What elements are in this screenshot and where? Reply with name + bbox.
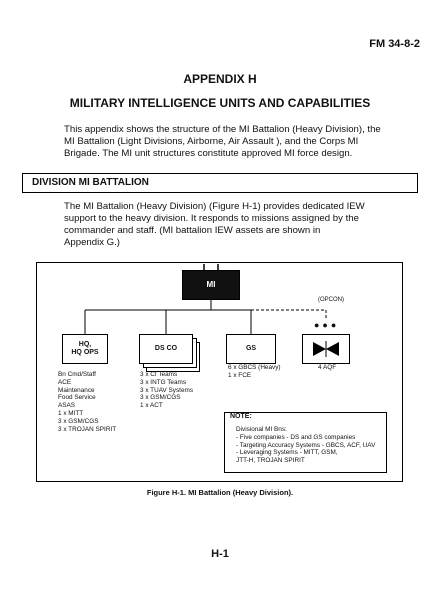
figure-caption: Figure H-1. MI Battalion (Heavy Division… xyxy=(146,488,294,497)
figure-frame xyxy=(36,262,403,482)
section-line: Appendix G.) xyxy=(64,237,120,248)
asset-item: 4 AQF xyxy=(318,364,337,371)
section-line: The MI Battalion (Heavy Division) (Figur… xyxy=(64,201,365,212)
document-id: FM 34-8-2 xyxy=(369,38,420,50)
main-title: MILITARY INTELLIGENCE UNITS AND CAPABILI… xyxy=(69,96,371,110)
aqf-unit-box xyxy=(302,334,350,364)
appendix-title: APPENDIX H xyxy=(183,72,257,86)
asset-item: 3 x GSM/CGS xyxy=(140,394,181,402)
aqf-assets-list: 4 AQF xyxy=(318,364,336,372)
note-line: - Targeting Accuracy Systems - GBCS, ACF… xyxy=(236,441,376,449)
section-header-box xyxy=(22,173,418,193)
section-title: DIVISION MI BATTALION xyxy=(32,177,149,188)
hq-label-1: HQ, xyxy=(78,341,92,348)
asset-item: 1 x FCE xyxy=(228,371,252,379)
note-line: - Leveraging Systems - MITT, GSM, xyxy=(236,449,338,457)
section-paragraph: The MI Battalion (Heavy Division) (Figur… xyxy=(64,201,404,249)
gs-assets-list: 6 x GBCS (Heavy) 1 x FCE xyxy=(228,364,281,380)
section-line: support to the heavy division. It respon… xyxy=(64,213,359,224)
hq-assets-list: Bn Cmd/Staff ACE Maintenance Food Servic… xyxy=(58,371,116,433)
intro-line: This appendix shows the structure of the… xyxy=(64,124,381,135)
asset-item: 3 x INTG Teams xyxy=(140,378,187,386)
mi-battalion-box: MI xyxy=(182,270,240,300)
ds-label: DS CO xyxy=(154,345,178,352)
note-line: - Five companies - DS and GS companies xyxy=(236,433,356,441)
gs-company-box: GS xyxy=(226,334,276,364)
asset-item: 3 x GSM/CGS xyxy=(58,417,99,425)
asset-item: Food Service xyxy=(58,394,96,402)
note-title: NOTE: xyxy=(230,413,252,420)
note-line: Divisional MI Bns: xyxy=(236,426,287,433)
ds-assets-list: 3 x CI Teams 3 x INTG Teams 3 x TUAV Sys… xyxy=(140,371,193,410)
asset-item: 3 x CI Teams xyxy=(140,371,178,378)
mi-label: MI xyxy=(206,280,216,289)
asset-item: 6 x GBCS (Heavy) xyxy=(228,364,281,371)
unit-size-dots: ●●● xyxy=(314,320,340,330)
intro-line: MI Battalion (Light Divisions, Airborne,… xyxy=(64,136,359,147)
ds-company-box: DS CO xyxy=(139,334,193,364)
section-line: commander and staff. (MI battalion IEW a… xyxy=(64,225,321,236)
note-box xyxy=(224,412,387,473)
hq-company-box: HQ, HQ OPS xyxy=(62,334,108,364)
gs-label: GS xyxy=(245,345,257,352)
intro-paragraph: This appendix shows the structure of the… xyxy=(64,124,404,160)
asset-item: 3 x TUAV Systems xyxy=(140,386,194,394)
asset-item: Bn Cmd/Staff xyxy=(58,371,96,378)
asset-item: ACE xyxy=(58,378,72,386)
hq-label-2: HQ OPS xyxy=(71,349,99,356)
asset-item: ASAS xyxy=(58,402,76,410)
opcon-label: (OPCON) xyxy=(318,297,344,303)
page-number: H-1 xyxy=(211,548,229,560)
intro-line: Brigade. The MI unit structures constitu… xyxy=(64,148,353,159)
asset-item: 3 x TROJAN SPIRIT xyxy=(58,425,117,433)
asset-item: Maintenance xyxy=(58,386,95,394)
asset-item: 1 x MITT xyxy=(58,409,84,417)
asset-item: 1 x ACT xyxy=(140,402,163,410)
note-text: Divisional MI Bns: - Five companies - DS… xyxy=(236,426,375,465)
bowtie-icon xyxy=(313,341,339,357)
note-line: JTT-H, TROJAN SPIRIT xyxy=(236,457,305,465)
